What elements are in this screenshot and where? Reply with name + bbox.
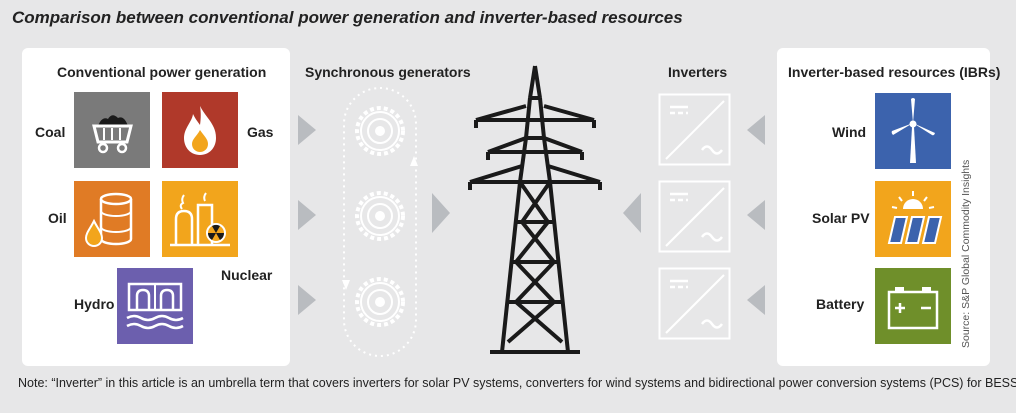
footnote: Note: “Inverter” in this article is an u… (18, 376, 1016, 390)
nuclear-plant-icon (162, 181, 238, 257)
solar-tile (875, 181, 951, 257)
hydro-label: Hydro (74, 296, 115, 312)
inverters-header: Inverters (668, 64, 728, 80)
inverter-icon (658, 93, 731, 166)
wind-turbine-icon (875, 93, 951, 169)
gear-icon (355, 277, 405, 327)
arrow-right-icon (298, 285, 316, 315)
coal-tile (74, 92, 150, 168)
arrow-left-icon (747, 200, 765, 230)
oil-barrel-icon (74, 181, 150, 257)
oil-label: Oil (48, 210, 67, 226)
conventional-header: Conventional power generation (57, 64, 267, 80)
oil-tile (74, 181, 150, 257)
hydro-tile (117, 268, 193, 344)
arrow-right-icon (298, 200, 316, 230)
inverter-icon (658, 267, 731, 340)
flame-icon (162, 92, 238, 168)
battery-tile (875, 268, 951, 344)
synchronous-generators-diagram (342, 87, 418, 357)
source-credit: Source: S&P Global Commodity Insights (960, 159, 972, 348)
gear-icon (355, 191, 405, 241)
hydro-dam-icon (117, 268, 193, 344)
solar-label: Solar PV (812, 210, 870, 226)
synchronous-header: Synchronous generators (305, 64, 471, 80)
nuclear-tile (162, 181, 238, 257)
inverter-icon (658, 180, 731, 253)
transmission-tower-icon (468, 65, 602, 354)
wind-tile (875, 93, 951, 169)
nuclear-label: Nuclear (221, 267, 273, 283)
solar-panel-icon (875, 181, 951, 257)
coal-label: Coal (35, 124, 66, 140)
gas-label: Gas (247, 124, 274, 140)
figure-title: Comparison between conventional power ge… (12, 8, 683, 27)
arrow-right-icon (432, 193, 450, 233)
ibr-header: Inverter-based resources (IBRs) (788, 64, 1001, 80)
arrow-left-icon (623, 193, 641, 233)
arrow-left-icon (747, 115, 765, 145)
wind-label: Wind (832, 124, 867, 140)
battery-icon (875, 268, 951, 344)
battery-label: Battery (816, 296, 865, 312)
arrow-right-icon (298, 115, 316, 145)
gear-icon (355, 106, 405, 156)
coal-cart-icon (74, 92, 150, 168)
gas-tile (162, 92, 238, 168)
arrow-left-icon (747, 285, 765, 315)
